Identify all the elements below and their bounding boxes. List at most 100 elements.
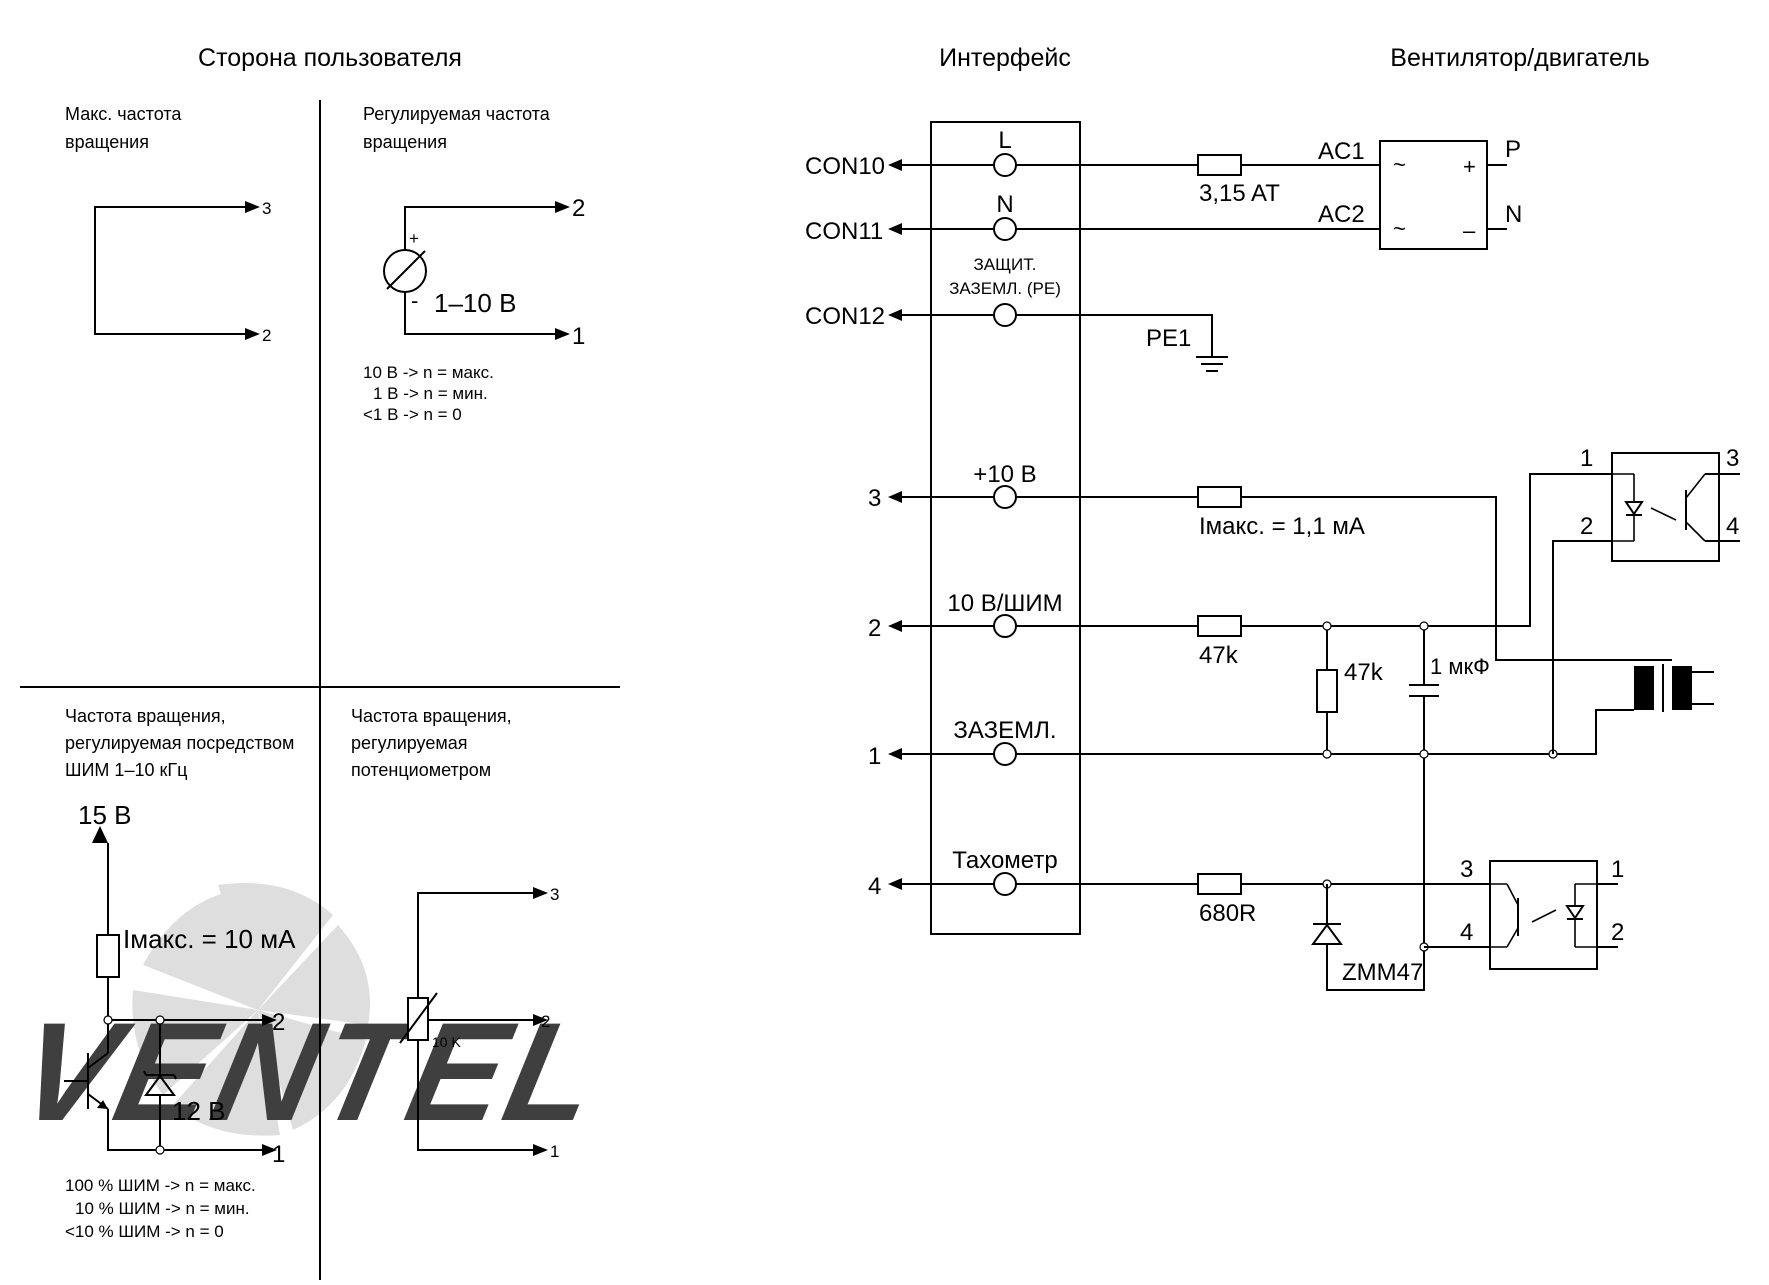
arrow-right-icon <box>245 328 260 340</box>
optocoupler-2 <box>1489 860 1598 970</box>
arrow-right-icon <box>262 1014 277 1026</box>
rectifier-plus: + <box>1463 154 1476 179</box>
pe1-label: PE1 <box>1146 325 1191 352</box>
fuse-label: 3,15 AT <box>1199 180 1280 207</box>
pwm-zener-label: 12 В <box>172 1096 226 1126</box>
max-speed-pin-2: 2 <box>262 326 271 345</box>
pe-label-2: ЗАЗЕМЛ. (PE) <box>949 279 1061 298</box>
panel-potentiometer: Частота вращения, регулируемая потенциом… <box>351 706 559 1161</box>
junction-dot <box>103 1015 113 1025</box>
panel-max-speed-title-1: Макс. частота <box>65 104 182 124</box>
panel-pwm-title-1: Частота вращения, <box>65 706 226 726</box>
panel-adjustable-title-1: Регулируемая частота <box>363 104 551 124</box>
rectifier-box <box>1379 140 1488 250</box>
rectifier-tilde-top: ~ <box>1393 152 1406 177</box>
adjustable-wire-bottom <box>404 292 555 335</box>
adjustable-wire-top <box>404 206 555 250</box>
pot-top-wire <box>417 892 533 998</box>
transistor-arrow-icon <box>97 1100 108 1109</box>
pe-label-1: ЗАЩИТ. <box>974 255 1037 274</box>
opto2-pin-2: 2 <box>1611 919 1624 946</box>
arrow-up-icon <box>92 826 108 843</box>
voltage-source-slash <box>386 250 426 290</box>
gnd-line <box>1016 709 1634 755</box>
transistor-collector-lead <box>87 1052 109 1069</box>
arrow-right-icon <box>533 887 548 899</box>
opto2-pin-4: 4 <box>1460 919 1473 946</box>
pwm-resistor <box>96 934 120 978</box>
opto1-light-arrow-icon <box>1650 507 1677 521</box>
resistor-tacho <box>1197 873 1242 895</box>
arrow-left-icon <box>888 223 902 235</box>
opto1-return-wire <box>1552 540 1612 754</box>
terminal-pwm <box>993 614 1017 638</box>
pwm-note-1: 100 % ШИМ -> n = макс. <box>65 1176 256 1195</box>
pot-bottom-wire <box>417 1040 533 1151</box>
terminal-l <box>993 153 1017 177</box>
source-minus: - <box>411 288 418 313</box>
source-voltage-label: 1–10 В <box>434 288 516 318</box>
transformer-icon-2 <box>1672 666 1692 710</box>
rectifier-tilde-bottom: ~ <box>1393 216 1406 241</box>
terminal-pwm-label: 10 В/ШИМ <box>947 590 1062 617</box>
pot-pin-3: 3 <box>550 885 559 904</box>
fuse-icon <box>1197 154 1242 176</box>
opto2-light-arrow-icon <box>1531 909 1557 923</box>
pot-pin-1: 1 <box>550 1142 559 1161</box>
arrow-left-icon <box>888 878 902 890</box>
panel-pwm: Частота вращения, регулируемая посредств… <box>64 706 296 1241</box>
terminal-10v <box>993 485 1017 509</box>
ac1-label: AC1 <box>1318 138 1365 165</box>
resistor-tacho-label: 680R <box>1199 900 1256 927</box>
panel-pot-title-1: Частота вращения, <box>351 706 512 726</box>
arrow-right-icon <box>533 1014 548 1026</box>
terminal-n <box>993 217 1017 241</box>
opto1-pin-1: 1 <box>1580 445 1593 472</box>
terminal-gnd-label: ЗАЗЕМЛ. <box>953 717 1056 744</box>
opto1-pin-4: 4 <box>1726 513 1739 540</box>
header-interface: Интерфейс <box>939 44 1071 72</box>
resistor-10v-label: Iмакс. = 1,1 мА <box>1199 513 1365 540</box>
junction-dot <box>155 1015 165 1025</box>
arrow-right-icon <box>262 1144 277 1156</box>
capacitor-label: 1 мкФ <box>1430 654 1490 679</box>
adjustable-note-3: <1 В -> n = 0 <box>363 405 462 424</box>
opto1-pin-2: 2 <box>1580 513 1593 540</box>
resistor-10v <box>1197 486 1242 508</box>
resistor-pwm <box>1197 615 1242 637</box>
terminal-n-label: N <box>996 191 1013 218</box>
panel-pwm-title-3: ШИМ 1–10 кГц <box>65 760 187 780</box>
rectifier-minus: – <box>1463 218 1476 243</box>
p-label: P <box>1505 136 1521 163</box>
con10-label: CON10 <box>805 153 885 180</box>
pot-wiper-slash <box>399 992 438 1044</box>
con12-label: CON12 <box>805 303 885 330</box>
ventel-watermark-logo: VENTEL <box>5 883 615 1151</box>
pwm-line-to-opto1 <box>1241 473 1612 627</box>
interface-pin-4: 4 <box>868 873 881 900</box>
pe-wire <box>1016 314 1213 357</box>
resistor-shunt <box>1316 669 1338 713</box>
header-user-side: Сторона пользователя <box>198 44 462 72</box>
panel-pwm-title-2: регулируемая посредством <box>65 733 294 753</box>
watermark-ventel: VENTEL <box>5 994 614 1150</box>
terminal-tacho-label: Тахометр <box>952 847 1057 874</box>
con11-label: CON11 <box>805 218 883 245</box>
zmm-label: ZMM47 <box>1342 959 1423 986</box>
arrow-left-icon <box>888 159 902 171</box>
arrow-right-icon <box>245 201 260 213</box>
interface-pin-1: 1 <box>868 743 881 770</box>
panel-max-speed: Макс. частота вращения 3 2 <box>65 104 271 345</box>
n-label: N <box>1505 201 1522 228</box>
arrow-right-icon <box>533 1144 548 1156</box>
source-plus: + <box>409 229 419 248</box>
interface-terminals <box>993 153 1017 896</box>
arrow-left-icon <box>888 491 902 503</box>
junction-dot <box>1322 621 1332 631</box>
junction-dot <box>1419 621 1429 631</box>
pwm-note-2: 10 % ШИМ -> n = мин. <box>75 1199 250 1218</box>
pwm-ground-wire <box>107 1109 262 1151</box>
max-speed-pin-3: 3 <box>262 199 271 218</box>
terminal-l-label: L <box>998 127 1011 154</box>
